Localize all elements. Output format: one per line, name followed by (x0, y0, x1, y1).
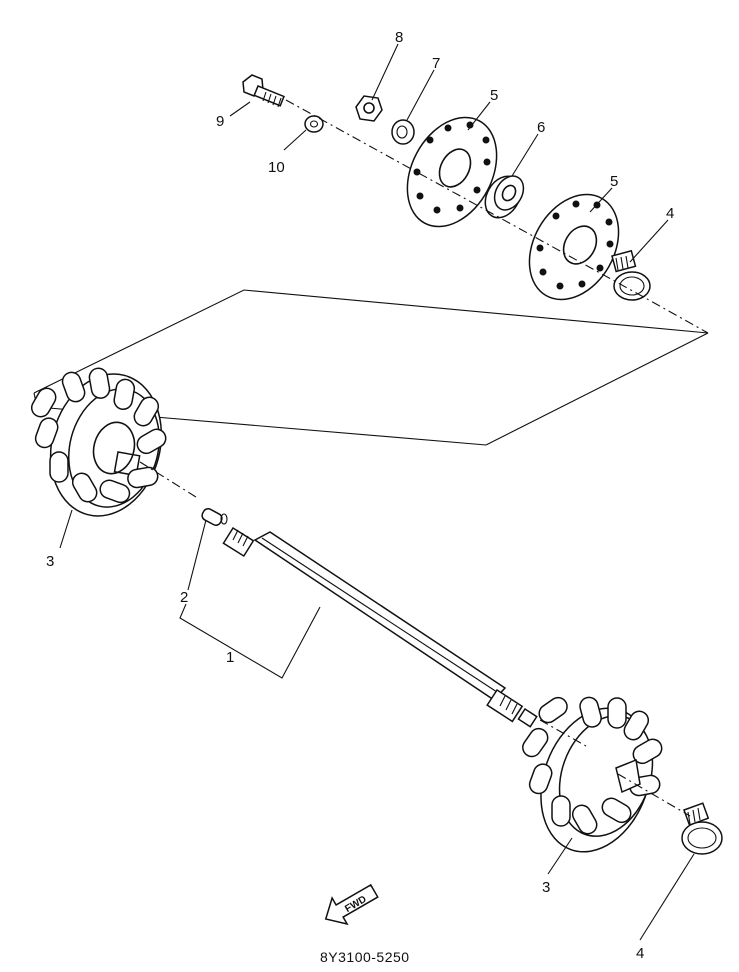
washer-part (304, 115, 324, 133)
callout-4-upper: 4 (666, 205, 674, 222)
bolt-part (242, 74, 285, 108)
clamp-part-upper (611, 249, 651, 301)
callout-2: 2 (180, 589, 188, 606)
fwd-arrow-icon: FWD (324, 883, 379, 926)
callout-8: 8 (395, 29, 403, 46)
callout-5-upper: 5 (490, 87, 498, 104)
sprocket-right (522, 696, 663, 853)
bearing-part (484, 175, 525, 219)
callout-1: 1 (226, 649, 234, 666)
bearing-plate-upper (406, 116, 498, 228)
pin-part (201, 508, 228, 526)
callout-9: 9 (216, 113, 224, 130)
callout-7: 7 (432, 55, 440, 72)
nut-part (355, 95, 383, 122)
collar-part (391, 119, 415, 145)
clamp-part-lower (681, 802, 723, 855)
callout-3-left: 3 (46, 553, 54, 570)
callout-4-lower: 4 (636, 945, 644, 962)
drive-shaft (222, 526, 538, 728)
callout-6: 6 (537, 119, 545, 136)
leader-lines (59, 43, 695, 941)
callout-5-lower: 5 (610, 173, 618, 190)
sprocket-left (30, 367, 167, 517)
callout-3-right: 3 (542, 879, 550, 896)
callout-10: 10 (268, 159, 285, 176)
drawing-code: 8Y3100-5250 (320, 949, 410, 965)
fwd-arrow-label: FWD (343, 894, 368, 915)
